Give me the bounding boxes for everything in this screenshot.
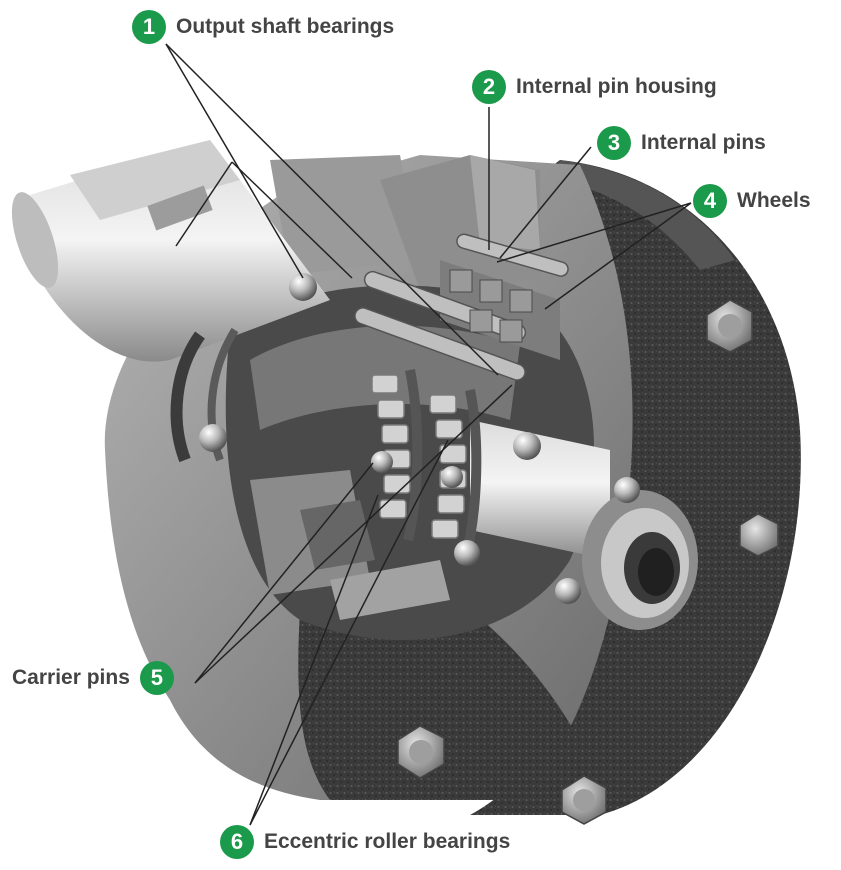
callout-number-badge: 5	[139, 661, 174, 695]
callout-number-badge: 6	[220, 825, 254, 859]
callout-number-badge: 3	[597, 126, 631, 160]
callout-label: Carrier pins	[12, 666, 130, 689]
callout-internal-pins: 3 Internal pins	[597, 126, 766, 160]
callout-internal-pin-housing: 2 Internal pin housing	[472, 70, 717, 104]
callout-label: Output shaft bearings	[176, 15, 395, 38]
callout-number-badge: 2	[472, 70, 506, 104]
callout-label: Internal pin housing	[516, 75, 717, 98]
callout-label: Internal pins	[641, 131, 766, 154]
callout-wheels: 4 Wheels	[693, 184, 811, 218]
callout-label: Wheels	[737, 189, 811, 212]
callout-label: Eccentric roller bearings	[264, 830, 511, 853]
callout-carrier-pins: Carrier pins 5	[12, 661, 174, 695]
callout-output-shaft-bearings: 1 Output shaft bearings	[132, 10, 394, 44]
callout-number-badge: 1	[132, 10, 166, 44]
callout-number-badge: 4	[693, 184, 727, 218]
callout-eccentric-roller-bearings: 6 Eccentric roller bearings	[220, 825, 510, 859]
